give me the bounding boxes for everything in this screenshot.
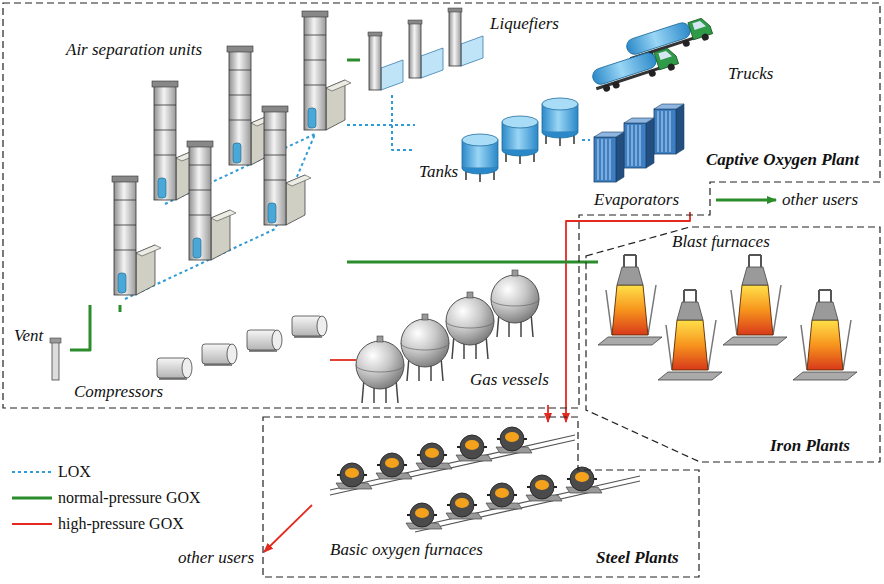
basic-oxygen-furnace (376, 453, 412, 479)
label-holder: other users (782, 190, 858, 210)
air-separation-unit (302, 11, 351, 130)
compressor (202, 344, 237, 366)
rail-track (415, 476, 640, 532)
blast-furnace (793, 290, 857, 380)
gas-vessel (401, 314, 449, 381)
evaporator (594, 132, 624, 182)
equipment-group: Compressors (72, 312, 330, 404)
vent-cap (50, 338, 61, 343)
legend-sample (12, 471, 52, 473)
region-outline (585, 225, 881, 464)
plant-region: Captive Oxygen Plant Air separation units… (0, 0, 884, 410)
group-label: Compressors (74, 382, 163, 402)
group-label: Basic oxygen furnaces (330, 540, 483, 560)
basic-oxygen-furnace (406, 503, 442, 529)
pipeline-connector (330, 359, 356, 361)
outflow-arrow (264, 505, 312, 552)
basic-oxygen-furnace (456, 435, 492, 461)
equipment-group: Tanks (415, 100, 582, 192)
lox-tank (542, 98, 578, 146)
legend-sample (12, 523, 52, 525)
pipeline-connector (392, 95, 415, 150)
tanker-truck (591, 45, 680, 95)
group-label: Gas vessels (470, 370, 549, 390)
dashed-boundary (586, 227, 880, 462)
plant-name: Steel Plants (596, 548, 679, 568)
liquefier (368, 32, 403, 90)
legend-entry: high-pressure GOX (58, 514, 184, 534)
dashed-boundary (3, 3, 880, 408)
group-label: Tanks (419, 162, 458, 182)
liquefier (448, 8, 483, 66)
group-label: Liquefiers (490, 14, 559, 34)
basic-oxygen-furnace (486, 483, 522, 509)
gas-vessel (491, 270, 539, 337)
compressor (292, 316, 327, 338)
equipment-group: Basic oxygen furnaces (300, 422, 600, 562)
basic-oxygen-furnace (336, 463, 372, 489)
basic-oxygen-furnace (566, 467, 602, 493)
pipeline-connector (347, 124, 415, 126)
air-separation-unit (262, 106, 311, 225)
basic-oxygen-furnace (416, 443, 452, 469)
basic-oxygen-furnace (496, 427, 532, 453)
legend-entry: normal-pressure GOX (58, 488, 201, 508)
pipeline-connector (70, 305, 90, 350)
equipment-group: Blast furnaces (598, 228, 873, 388)
region-outline (0, 0, 884, 410)
liquefier (408, 20, 443, 78)
equipment-group: Air separation units (62, 10, 347, 305)
outflow-arrow (716, 199, 776, 202)
group-label: Air separation units (66, 40, 202, 60)
dashed-boundary (263, 417, 699, 577)
plant-name: Iron Plants (770, 436, 850, 456)
blast-furnace (658, 290, 722, 380)
equipment-group: Vent (10, 322, 70, 382)
pipeline-connector (347, 59, 360, 62)
pipeline-connector (547, 405, 549, 422)
basic-oxygen-furnace (526, 475, 562, 501)
compressor (157, 358, 192, 380)
group-label: Blast furnaces (672, 232, 770, 252)
lox-tank (462, 134, 498, 182)
air-separation-unit (187, 141, 236, 260)
legend-sample (12, 497, 52, 500)
lox-tank (502, 116, 538, 164)
legend-text: LOX (58, 462, 91, 482)
gas-vessel (446, 292, 494, 359)
plant-name: Captive Oxygen Plant (706, 150, 859, 170)
legend-entry: LOX (58, 462, 91, 482)
plant-region: Iron Plants Blast furnaces (585, 225, 881, 464)
evaporator (624, 118, 654, 168)
blast-furnace (723, 255, 787, 345)
equipment-group: Gas vessels (356, 270, 556, 405)
pipeline-connector (119, 305, 122, 312)
pipeline-connector (582, 139, 590, 141)
pipeline-connector (347, 261, 598, 264)
group-label: Evaporators (594, 190, 679, 210)
label-holder: other users (178, 548, 254, 568)
evaporator (654, 104, 684, 154)
pipeline-connector (566, 212, 690, 422)
group-label: Trucks (728, 64, 773, 84)
vent-pipe (52, 342, 59, 380)
basic-oxygen-furnace (446, 493, 482, 519)
equipment-group: Liquefiers (360, 4, 570, 95)
legend-text: high-pressure GOX (58, 514, 184, 534)
equipment-group: Evaporators (590, 104, 702, 212)
callout-label: other users (782, 190, 858, 210)
group-label: Vent (14, 326, 43, 346)
compressor (247, 330, 282, 352)
air-separation-unit (112, 176, 161, 295)
callout-label: other users (178, 548, 254, 568)
legend-text: normal-pressure GOX (58, 488, 201, 508)
equipment-group: Trucks (590, 4, 780, 98)
plant-region: Steel Plants Basic oxygen furnaces (262, 416, 700, 578)
blast-furnace (598, 255, 662, 345)
gas-vessel (356, 336, 404, 403)
